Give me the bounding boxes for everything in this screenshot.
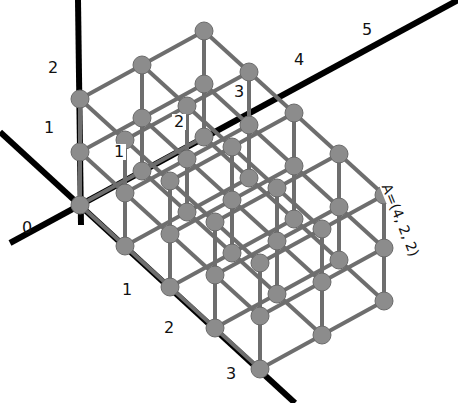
lattice-point — [330, 251, 348, 269]
lattice-rod — [215, 241, 277, 275]
lattice-rod — [277, 154, 339, 188]
lattice-point — [285, 104, 303, 122]
tick-label: 1 — [122, 282, 132, 298]
lattice-point — [251, 307, 269, 325]
tick-label: 4 — [294, 52, 304, 68]
lattice-point — [133, 109, 151, 127]
lattice-point — [251, 254, 269, 272]
tick-label: 2 — [48, 60, 58, 76]
lattice-point — [178, 150, 196, 168]
lattice-point — [116, 237, 134, 255]
lattice-point — [71, 196, 89, 214]
lattice-point — [375, 239, 393, 257]
tick-label: 5 — [362, 22, 372, 38]
lattice-rod — [170, 147, 232, 181]
lattice-point — [206, 213, 224, 231]
tick-label: 2 — [164, 320, 174, 336]
lattice-rod — [260, 335, 322, 369]
lattice-point — [285, 157, 303, 175]
lattice-point — [161, 172, 179, 190]
lattice-rod — [260, 282, 322, 316]
lattice-rod — [80, 65, 142, 99]
lattice-rod — [322, 301, 384, 335]
tick-label: 0 — [22, 220, 32, 236]
lattice-point — [71, 90, 89, 108]
lattice-point — [178, 97, 196, 115]
lattice-rod — [187, 72, 249, 106]
lattice-point — [223, 191, 241, 209]
lattice-point — [195, 22, 213, 40]
lattice-point — [251, 360, 269, 378]
lattice-rod — [260, 229, 322, 263]
lattice-point — [375, 292, 393, 310]
lattice-rod — [215, 188, 277, 222]
tick-label: 3 — [232, 84, 246, 100]
tick-label: 1 — [44, 120, 54, 136]
lattice-point — [133, 162, 151, 180]
lattice-point — [313, 326, 331, 344]
lattice-point — [268, 285, 286, 303]
z-axis — [78, 0, 81, 225]
lattice-point — [178, 203, 196, 221]
lattice-point — [161, 278, 179, 296]
tick-label: 1 — [112, 144, 126, 160]
lattice-point — [195, 128, 213, 146]
lattice-point — [206, 319, 224, 337]
lattice-rod — [322, 195, 384, 229]
x-axis — [0, 132, 295, 403]
lattice-point — [330, 198, 348, 216]
lattice-point — [268, 179, 286, 197]
lattice-point — [240, 169, 258, 187]
lattice-point — [161, 225, 179, 243]
lattice-rod — [322, 248, 384, 282]
lattice-point — [268, 232, 286, 250]
lattice-point — [71, 143, 89, 161]
lattice-point — [285, 210, 303, 228]
lattice-point — [223, 244, 241, 262]
lattice-rod — [125, 106, 187, 140]
lattice-point — [330, 145, 348, 163]
lattice-point — [133, 56, 151, 74]
lattice-point — [116, 184, 134, 202]
lattice-point — [240, 116, 258, 134]
lattice-point — [206, 266, 224, 284]
lattice-point — [223, 138, 241, 156]
lattice-rod — [215, 294, 277, 328]
tick-label: 2 — [172, 114, 186, 130]
lattice-rod — [142, 31, 204, 65]
lattice-rod — [232, 113, 294, 147]
tick-label: 3 — [226, 366, 236, 382]
lattice-point — [240, 63, 258, 81]
lattice-point — [195, 75, 213, 93]
lattice-point — [313, 273, 331, 291]
lattice-point — [313, 220, 331, 238]
